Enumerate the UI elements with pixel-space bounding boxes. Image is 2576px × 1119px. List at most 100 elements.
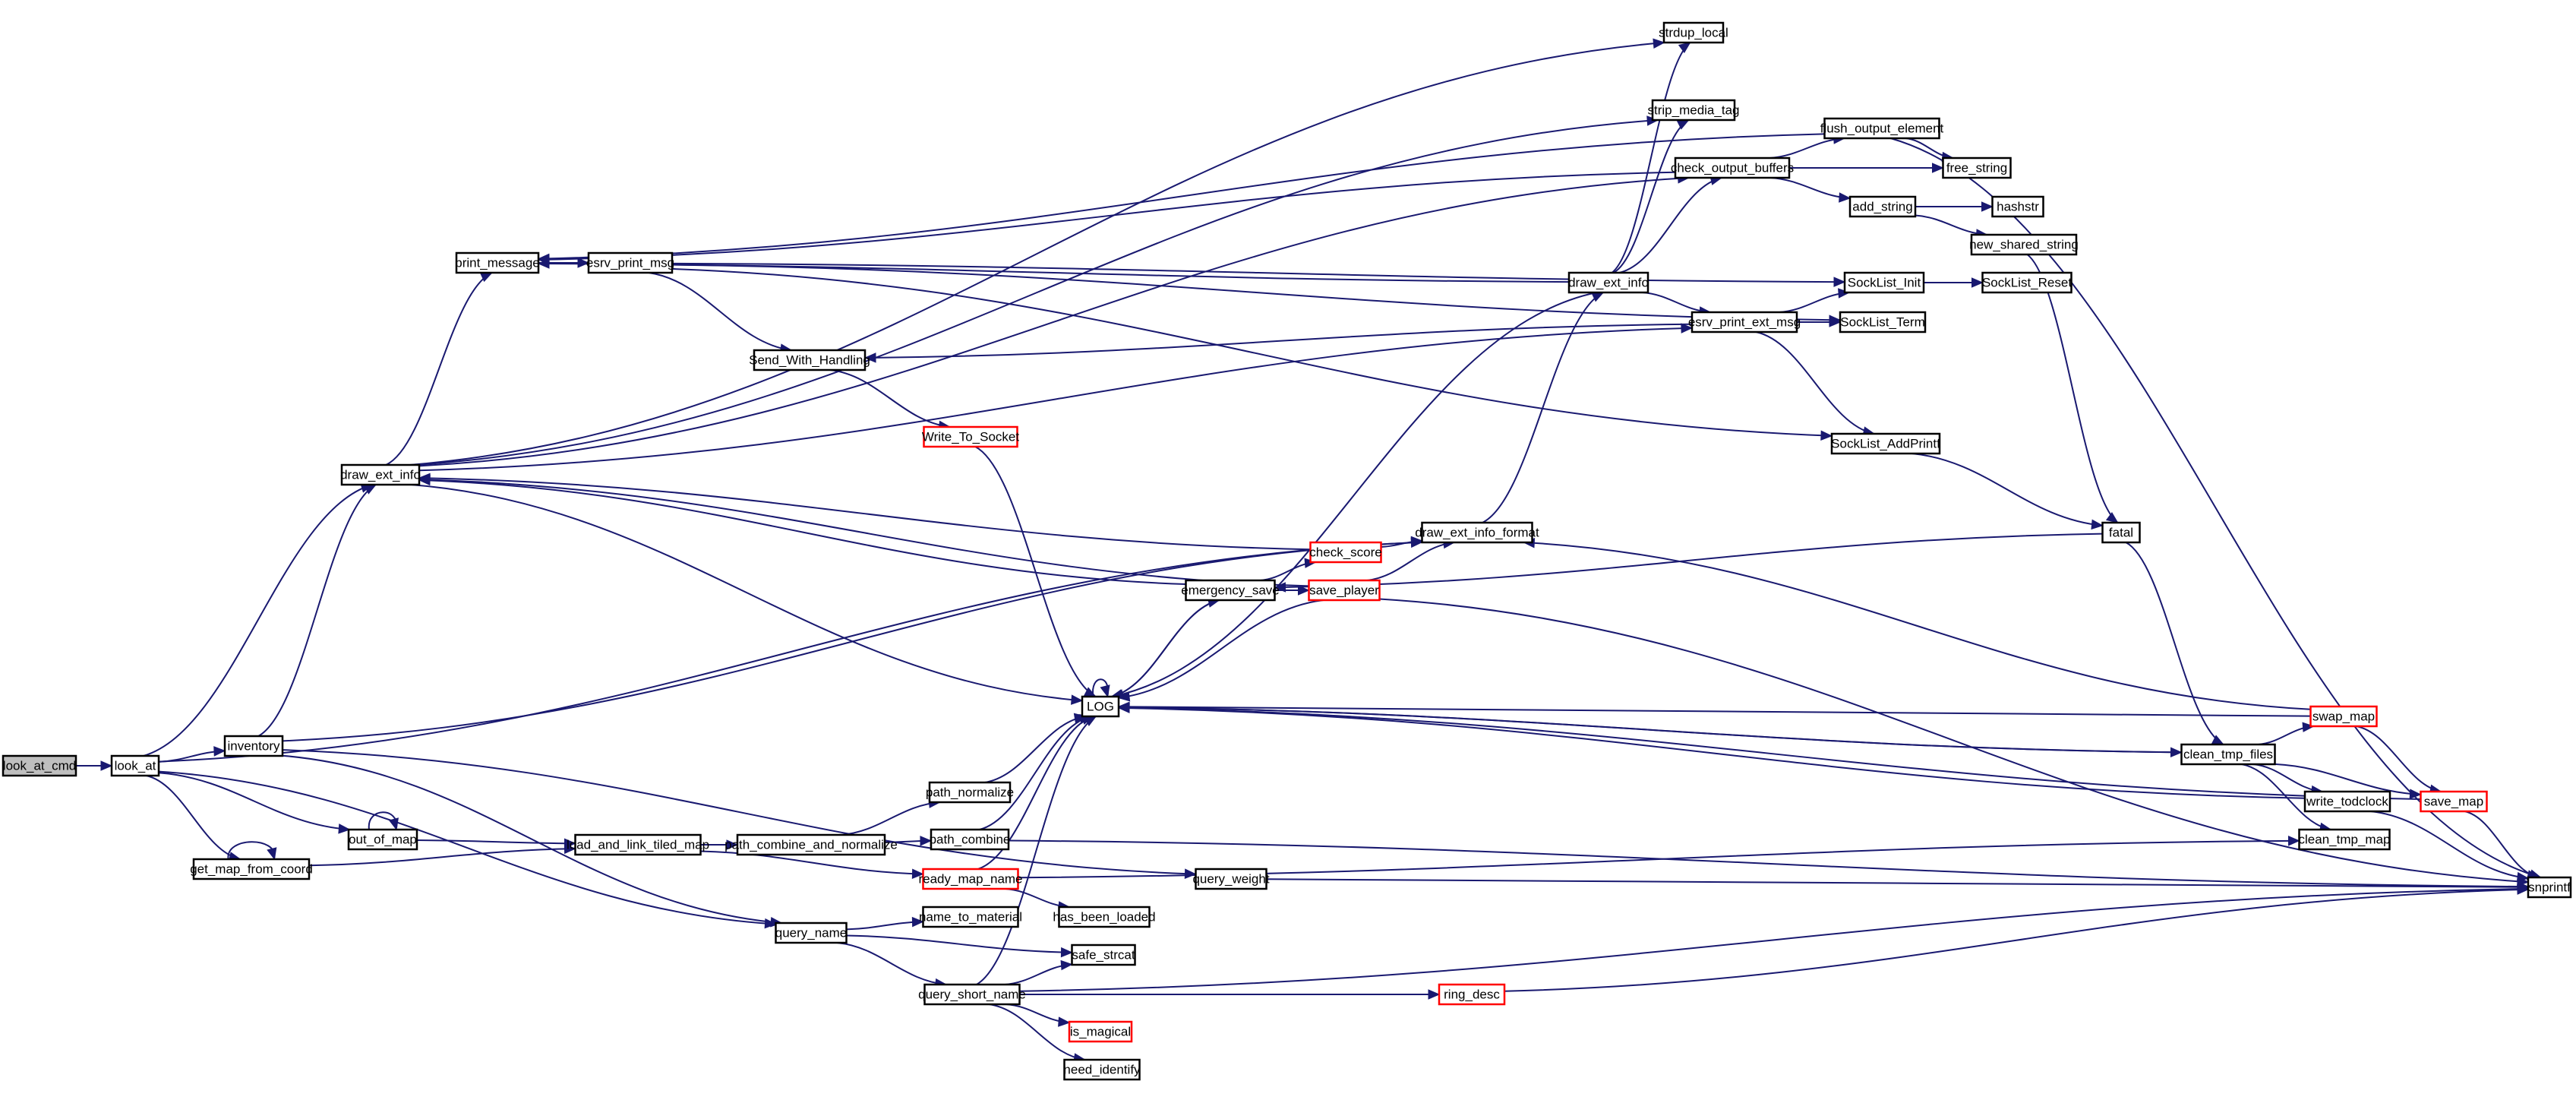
node-box bbox=[1970, 233, 2078, 256]
node-clean_tmp_files[interactable]: clean_tmp_files bbox=[2180, 743, 2276, 766]
node-check_score[interactable]: check_score bbox=[1309, 541, 1382, 564]
edge-look_at-to-query_name bbox=[158, 770, 776, 925]
node-flush_output_element[interactable]: flush_output_element bbox=[1820, 117, 1944, 140]
node-label: snprintf bbox=[2528, 880, 2571, 895]
node-box bbox=[1308, 579, 1381, 602]
arrowhead-out_of_map-to-out_of_map bbox=[388, 817, 399, 831]
arrowhead-draw_ext_info_r-to-strdup_local bbox=[1678, 42, 1691, 54]
node-box bbox=[1830, 432, 1941, 455]
node-snprintf[interactable]: snprintf bbox=[2527, 876, 2572, 899]
node-print_message[interactable]: print_message bbox=[455, 251, 540, 274]
node-new_shared_string[interactable]: new_shared_string bbox=[1969, 233, 2079, 256]
node-label: ready_map_name bbox=[918, 872, 1022, 887]
node-add_string[interactable]: add_string bbox=[1848, 195, 1917, 218]
node-strip_media_tag[interactable]: strip_media_tag bbox=[1648, 99, 1740, 122]
node-clean_tmp_map[interactable]: clean_tmp_map bbox=[2298, 828, 2391, 851]
node-hashstr[interactable]: hashstr bbox=[1991, 195, 2044, 218]
node-load_and_link_tiled_map[interactable]: load_and_link_tiled_map bbox=[567, 833, 709, 856]
node-Send_With_Handling[interactable]: Send_With_Handling bbox=[749, 349, 870, 371]
node-draw_ext_info_format[interactable]: draw_ext_info_format bbox=[1415, 521, 1539, 544]
node-out_of_map[interactable]: out_of_map bbox=[347, 828, 418, 851]
edge-query_short_name-to-need_identify bbox=[989, 1004, 1085, 1061]
node-draw_ext_info_l[interactable]: draw_ext_info bbox=[340, 463, 421, 486]
node-query_name[interactable]: query_name bbox=[775, 921, 848, 944]
node-free_string[interactable]: free_string bbox=[1942, 156, 2012, 179]
edge-path_combine-to-snprintf bbox=[1008, 839, 2529, 888]
node-ring_desc[interactable]: ring_desc bbox=[1438, 983, 1506, 1006]
node-label: LOG bbox=[1087, 700, 1114, 714]
edge-Send_With_Handling-to-Write_To_Socket bbox=[830, 369, 950, 428]
node-is_magical[interactable]: is_magical bbox=[1068, 1020, 1133, 1043]
node-get_map_from_coord[interactable]: get_map_from_coord bbox=[190, 858, 313, 880]
edge-path_combine_and_normalize-to-path_normalize bbox=[841, 801, 940, 836]
node-box bbox=[1068, 1020, 1133, 1043]
node-name_to_material[interactable]: name_to_material bbox=[919, 906, 1022, 928]
edge-ready_map_name-to-LOG bbox=[977, 716, 1094, 870]
node-box bbox=[1081, 695, 1120, 718]
node-query_short_name[interactable]: query_short_name bbox=[918, 983, 1026, 1006]
edge-draw_ext_info_r-to-strdup_local bbox=[1611, 42, 1691, 273]
node-box bbox=[928, 781, 1012, 804]
edge-check_output_buffers-to-flush_output_element bbox=[1769, 138, 1845, 159]
node-save_map[interactable]: save_map bbox=[2420, 790, 2488, 813]
node-look_at[interactable]: look_at bbox=[110, 754, 160, 777]
arrowhead-add_string-to-hashstr bbox=[1981, 201, 1994, 212]
arrowhead-draw_ext_info_l-to-esrv_print_ext_msg bbox=[1681, 323, 1694, 333]
edge-query_short_name-to-LOG bbox=[976, 716, 1097, 985]
node-emergency_save[interactable]: emergency_save bbox=[1181, 579, 1280, 602]
node-check_output_buffers[interactable]: check_output_buffers bbox=[1671, 156, 1794, 179]
arrowhead-print_message-to-esrv_print_msg bbox=[577, 258, 590, 268]
node-draw_ext_info_r[interactable]: draw_ext_info bbox=[1567, 271, 1649, 294]
node-safe_strcat[interactable]: safe_strcat bbox=[1071, 944, 1136, 966]
node-label: hashstr bbox=[1997, 200, 2039, 214]
node-path_combine_and_normalize[interactable]: path_combine_and_normalize bbox=[724, 833, 898, 856]
node-fatal[interactable]: fatal bbox=[2101, 521, 2141, 544]
edge-draw_ext_info_l-to-strdup_local bbox=[409, 42, 1665, 466]
node-SockList_Init[interactable]: SockList_Init bbox=[1843, 271, 1925, 294]
node-box bbox=[1058, 906, 1151, 928]
node-box bbox=[2303, 790, 2391, 813]
arrowhead-path_combine_and_normalize-to-path_combine bbox=[920, 836, 933, 846]
node-path_combine[interactable]: path_combine bbox=[930, 828, 1011, 851]
node-Write_To_Socket[interactable]: Write_To_Socket bbox=[922, 425, 1019, 448]
node-look_at_cmd[interactable]: look_at_cmd bbox=[2, 754, 77, 777]
node-box bbox=[1195, 868, 1267, 890]
node-LOG[interactable]: LOG bbox=[1081, 695, 1120, 718]
edge-swap_map-to-draw_ext_info_format bbox=[1523, 542, 2311, 710]
node-esrv_print_msg[interactable]: esrv_print_msg bbox=[586, 251, 674, 274]
edge-inventory-to-draw_ext_info_l bbox=[257, 484, 377, 737]
arrowhead-draw_ext_info_l-to-LOG bbox=[1071, 694, 1084, 705]
edge-esrv_print_ext_msg-to-SockList_AddPrintf bbox=[1755, 331, 1875, 435]
node-label: print_message bbox=[455, 256, 540, 270]
arrowhead-write_todclock-to-snprintf bbox=[2516, 871, 2530, 883]
node-has_been_loaded[interactable]: has_been_loaded bbox=[1053, 906, 1156, 928]
arrowhead-query_name-to-safe_strcat bbox=[1060, 947, 1073, 958]
node-box bbox=[2180, 743, 2276, 766]
node-swap_map[interactable]: swap_map bbox=[2309, 705, 2378, 728]
arrowhead-query_name-to-name_to_material bbox=[911, 916, 924, 928]
node-label: load_and_link_tiled_map bbox=[567, 838, 709, 852]
node-label: check_output_buffers bbox=[1671, 161, 1794, 175]
edge-path_combine-to-LOG bbox=[979, 716, 1091, 830]
edge-save_player-to-draw_ext_info_l bbox=[418, 479, 1309, 587]
arrowhead-query_short_name-to-is_magical bbox=[1058, 1016, 1071, 1027]
node-write_todclock[interactable]: write_todclock bbox=[2303, 790, 2391, 813]
node-box bbox=[1843, 271, 1925, 294]
edge-check_output_buffers-to-add_string bbox=[1770, 177, 1851, 199]
node-path_normalize[interactable]: path_normalize bbox=[926, 781, 1014, 804]
node-SockList_Term[interactable]: SockList_Term bbox=[1839, 311, 1927, 333]
node-esrv_print_ext_msg[interactable]: esrv_print_ext_msg bbox=[1688, 311, 1801, 333]
node-strdup_local[interactable]: strdup_local bbox=[1659, 21, 1728, 44]
edge-LOG-to-clean_tmp_files bbox=[1118, 706, 2182, 754]
node-ready_map_name[interactable]: ready_map_name bbox=[918, 868, 1023, 890]
arrowhead-LOG-to-LOG bbox=[1100, 684, 1110, 698]
edge-draw_ext_info_format-to-draw_ext_info_r bbox=[1482, 292, 1604, 523]
node-box bbox=[2, 754, 77, 777]
node-SockList_AddPrintf[interactable]: SockList_AddPrintf bbox=[1830, 432, 1941, 455]
node-query_weight[interactable]: query_weight bbox=[1192, 868, 1270, 890]
edge-inventory-to-query_name bbox=[282, 754, 782, 924]
node-need_identify[interactable]: need_identify bbox=[1063, 1058, 1141, 1081]
node-SockList_Reset[interactable]: SockList_Reset bbox=[1981, 271, 2072, 294]
node-save_player[interactable]: save_player bbox=[1308, 579, 1381, 602]
node-inventory[interactable]: inventory bbox=[223, 735, 284, 757]
